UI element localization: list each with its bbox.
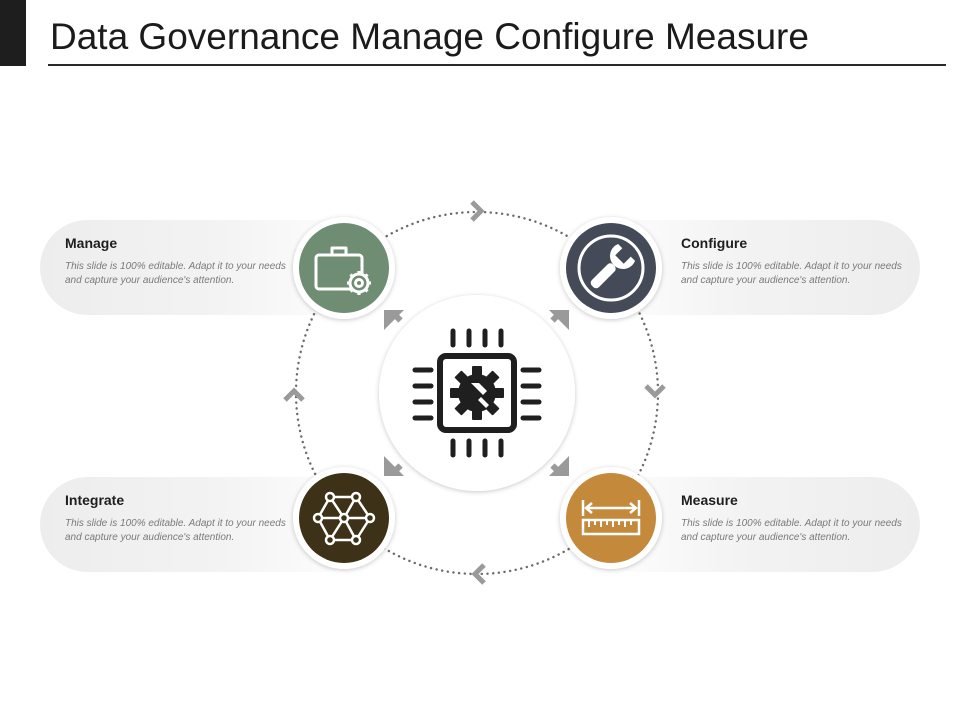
integrate-label: Integrate This slide is 100% editable. A… (65, 492, 295, 545)
page-title: Data Governance Manage Configure Measure (50, 16, 809, 57)
measure-node (560, 467, 662, 569)
chevron-down-icon (644, 384, 666, 399)
manage-heading: Manage (65, 235, 118, 251)
configure-node (560, 217, 662, 319)
chevron-left-icon (471, 563, 486, 585)
corner-accent-block (0, 0, 26, 66)
ruler-icon (581, 500, 641, 536)
measure-description: This slide is 100% editable. Adapt it to… (681, 518, 902, 543)
configure-description: This slide is 100% editable. Adapt it to… (681, 261, 902, 286)
integrate-node (293, 467, 395, 569)
network-icon (312, 491, 376, 546)
manage-node (293, 217, 395, 319)
manage-label: Manage This slide is 100% editable. Adap… (65, 235, 295, 288)
measure-label: Measure This slide is 100% editable. Ada… (681, 492, 911, 545)
configure-heading: Configure (681, 235, 748, 251)
integrate-description: This slide is 100% editable. Adapt it to… (65, 518, 286, 543)
integrate-heading: Integrate (65, 492, 125, 508)
manage-description: This slide is 100% editable. Adapt it to… (65, 261, 286, 286)
measure-heading: Measure (681, 492, 738, 508)
chip-gear-icon (412, 328, 542, 458)
wrench-icon (577, 234, 645, 302)
chevron-up-icon (283, 387, 305, 402)
briefcase-gear-icon (314, 246, 371, 295)
title-underline (48, 64, 946, 66)
configure-label: Configure This slide is 100% editable. A… (681, 235, 911, 288)
chevron-right-icon (470, 200, 485, 222)
